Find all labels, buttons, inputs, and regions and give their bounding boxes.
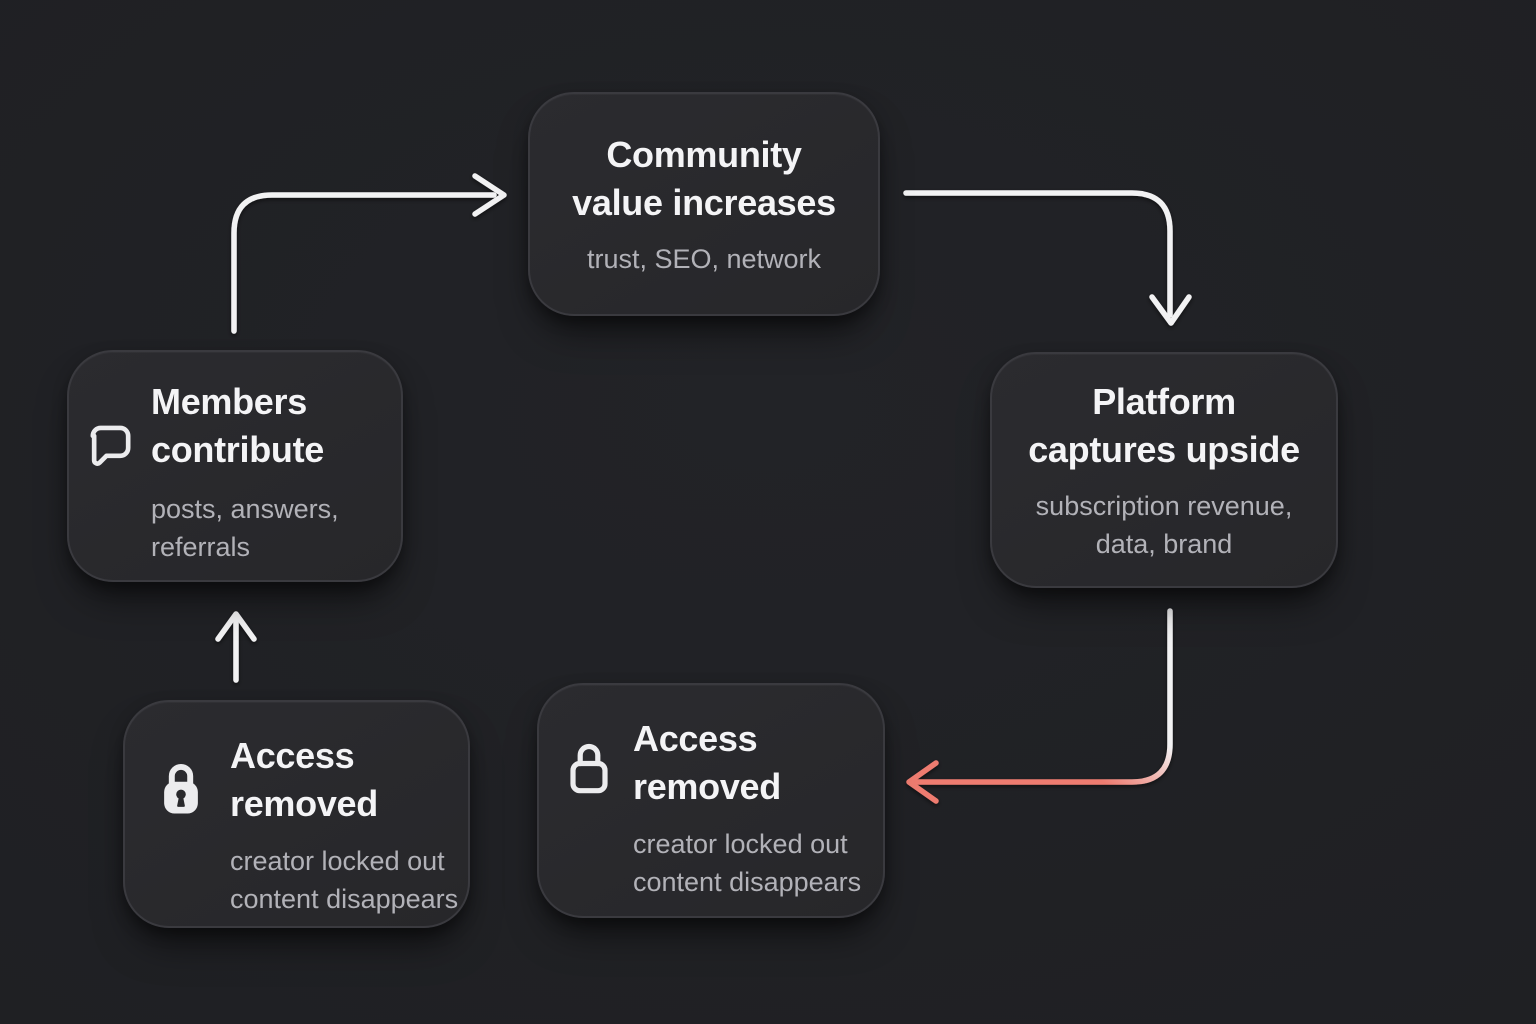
arrowhead-up-icon [215, 611, 257, 642]
node-title: Community value increases [572, 133, 836, 223]
lock-outline-icon [565, 736, 613, 801]
node-subtitle: subscription revenue, data, brand [1035, 490, 1293, 559]
speech-bubble-icon [84, 420, 137, 473]
lock-filled-icon [158, 758, 204, 820]
node-title: Platform captures upside [1028, 380, 1300, 470]
arrowhead-left-icon [906, 760, 939, 804]
node-community-value: Community value increases trust, SEO, ne… [528, 92, 880, 316]
node-members-contribute: Members contribute posts, answers, refer… [67, 350, 403, 582]
node-title: Access removed [633, 718, 781, 807]
node-subtitle: posts, answers, referrals [151, 494, 339, 562]
node-subtitle: creator locked out content disappears [230, 846, 459, 914]
edge-community-to-platform [903, 190, 1192, 326]
node-access-removed-center: Access removed creator locked out conten… [537, 683, 885, 918]
node-access-removed-left: Access removed creator locked out conten… [123, 700, 470, 928]
edge-platform-to-access-center [906, 608, 1173, 804]
edge-members-to-community [231, 173, 507, 334]
node-title: Access removed [230, 735, 378, 824]
arrowhead-right-icon [472, 173, 507, 217]
node-title: Members contribute [151, 381, 324, 470]
node-platform-captures-upside: Platform captures upside subscription re… [990, 352, 1338, 588]
node-subtitle: trust, SEO, network [586, 243, 822, 274]
edge-access-left-to-members [215, 611, 257, 683]
arrowhead-down-icon [1149, 294, 1192, 326]
node-subtitle: creator locked out content disappears [633, 829, 862, 897]
